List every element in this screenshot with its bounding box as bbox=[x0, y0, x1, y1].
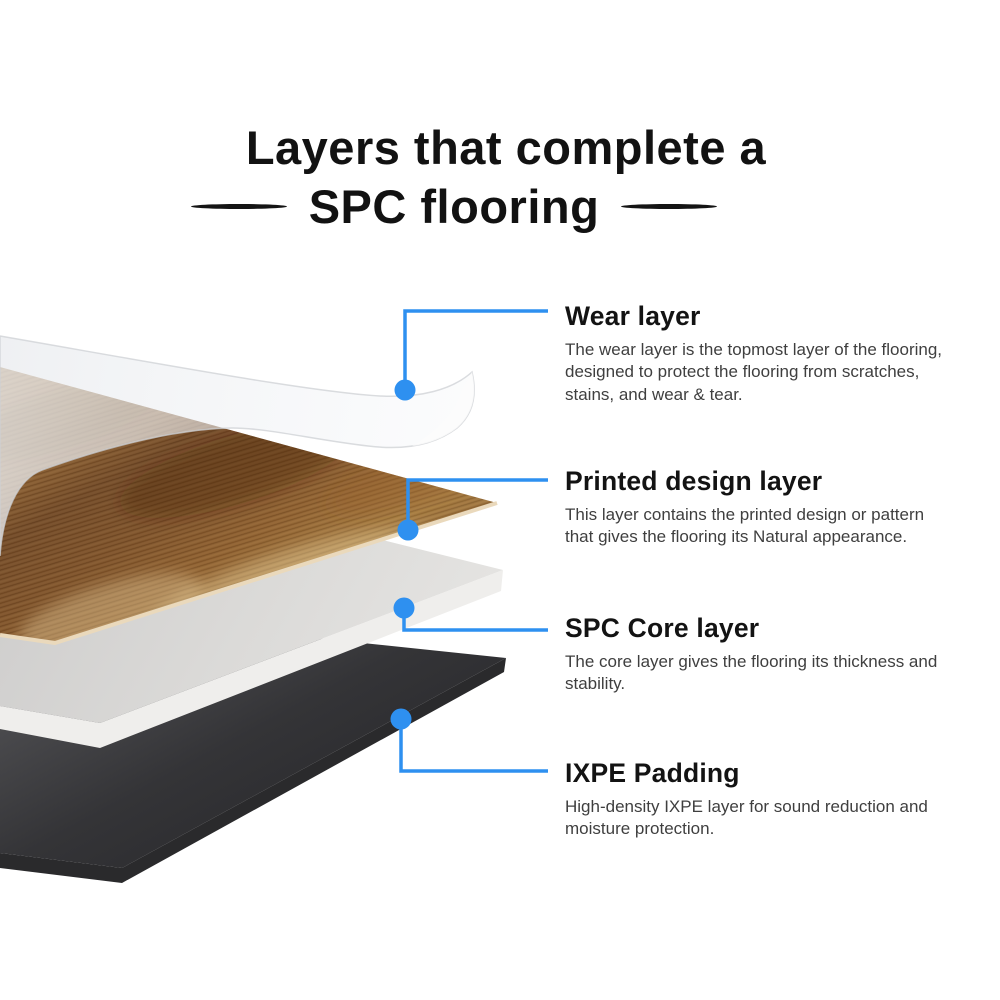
label-spc-core-layer: SPC Core layer The core layer gives the … bbox=[565, 613, 943, 696]
title-line-2-text: SPC flooring bbox=[308, 179, 600, 233]
layer-heading-wear: Wear layer bbox=[565, 301, 701, 331]
connector-wear-line bbox=[403, 309, 548, 390]
wear-sheet bbox=[0, 335, 475, 557]
title-line-1: Layers that complete a bbox=[245, 121, 767, 174]
label-printed-design-layer: Printed design layer This layer contains… bbox=[565, 466, 943, 549]
wear-sheet-curl bbox=[412, 372, 475, 446]
title-dash-left bbox=[190, 204, 287, 210]
spc-side-face bbox=[0, 570, 503, 748]
label-wear-layer: Wear layer The wear layer is the topmost… bbox=[565, 301, 943, 406]
layer-heading-printed: Printed design layer bbox=[565, 466, 823, 496]
title-line-2: SPC flooring bbox=[0, 179, 954, 233]
connector-spc-dot bbox=[393, 597, 415, 619]
connector-printed-line bbox=[406, 478, 548, 530]
wood-edge-highlight bbox=[0, 501, 498, 645]
layer-heading-spc: SPC Core layer bbox=[565, 613, 760, 643]
layer-description-printed: This layer contains the printed design o… bbox=[565, 505, 925, 547]
label-ixpe-padding: IXPE Padding High-density IXPE layer for… bbox=[565, 758, 943, 841]
connector-dots bbox=[390, 379, 419, 730]
layer-heading-ixpe: IXPE Padding bbox=[565, 758, 740, 788]
page-title: Layers that complete a SPC flooring bbox=[0, 122, 1000, 232]
wear-layer-graphic bbox=[0, 335, 475, 557]
connector-wear-dot bbox=[394, 379, 416, 401]
connector-printed-dot bbox=[397, 519, 419, 541]
ixpe-side-face bbox=[0, 658, 506, 883]
layer-description-spc: The core layer gives the flooring its th… bbox=[565, 652, 938, 694]
title-dash-right bbox=[621, 204, 718, 210]
connector-ixpe-dot bbox=[390, 708, 412, 730]
connector-ixpe-line bbox=[399, 719, 548, 773]
layer-description-ixpe: High-density IXPE layer for sound reduct… bbox=[565, 797, 928, 839]
layer-description-wear: The wear layer is the topmost layer of t… bbox=[565, 340, 943, 404]
connectors bbox=[399, 309, 548, 773]
